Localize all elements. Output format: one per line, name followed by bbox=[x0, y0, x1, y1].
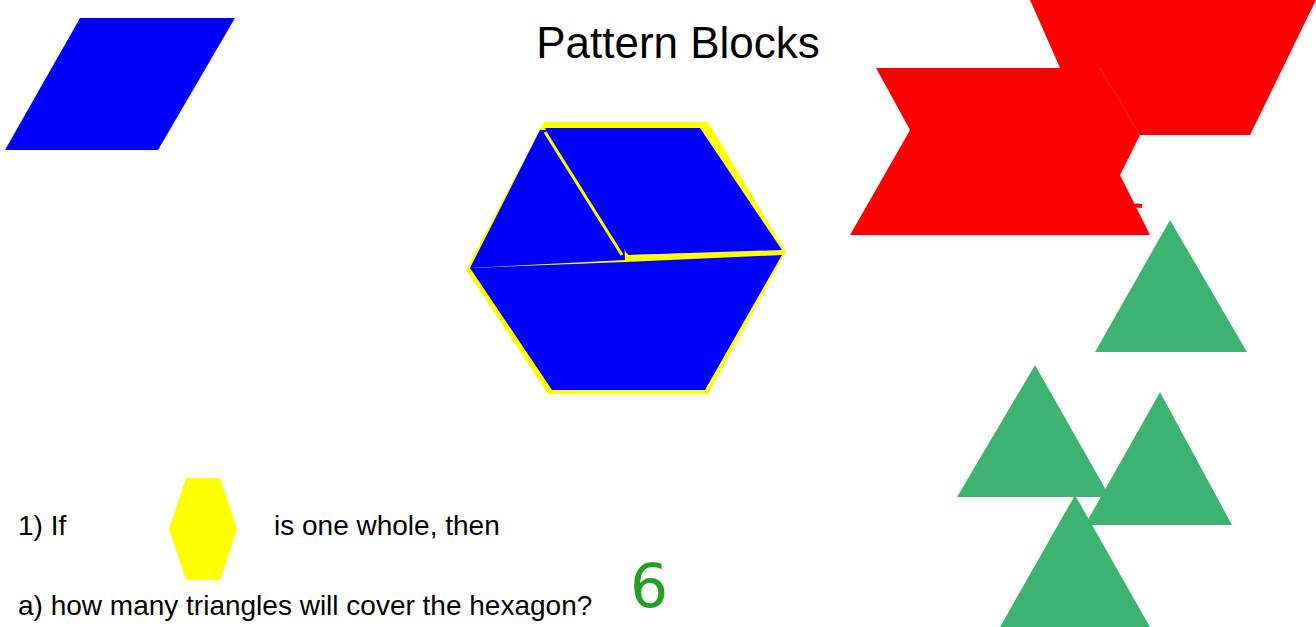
gap-line bbox=[630, 252, 780, 256]
red-trapezoid bbox=[850, 68, 1150, 235]
green-triangle bbox=[1095, 220, 1247, 352]
blue-rhombus bbox=[545, 128, 782, 255]
handwritten-answer: 6 bbox=[630, 552, 668, 621]
green-triangle bbox=[1000, 495, 1150, 627]
gap-line bbox=[545, 132, 622, 255]
title: Pattern Blocks bbox=[20, 18, 1316, 69]
red-mark bbox=[1118, 206, 1142, 212]
blue-rhombus bbox=[5, 18, 235, 150]
green-triangle bbox=[1085, 392, 1232, 525]
green-triangle bbox=[957, 365, 1110, 497]
question-text: a) how many triangles will cover the hex… bbox=[18, 590, 592, 622]
blue-rhombus bbox=[470, 255, 782, 390]
question-text: is one whole, then bbox=[274, 510, 500, 542]
yellow-hexagon-small bbox=[169, 478, 237, 580]
question-text: 1) If bbox=[18, 510, 66, 542]
yellow-hexagon bbox=[466, 122, 786, 394]
